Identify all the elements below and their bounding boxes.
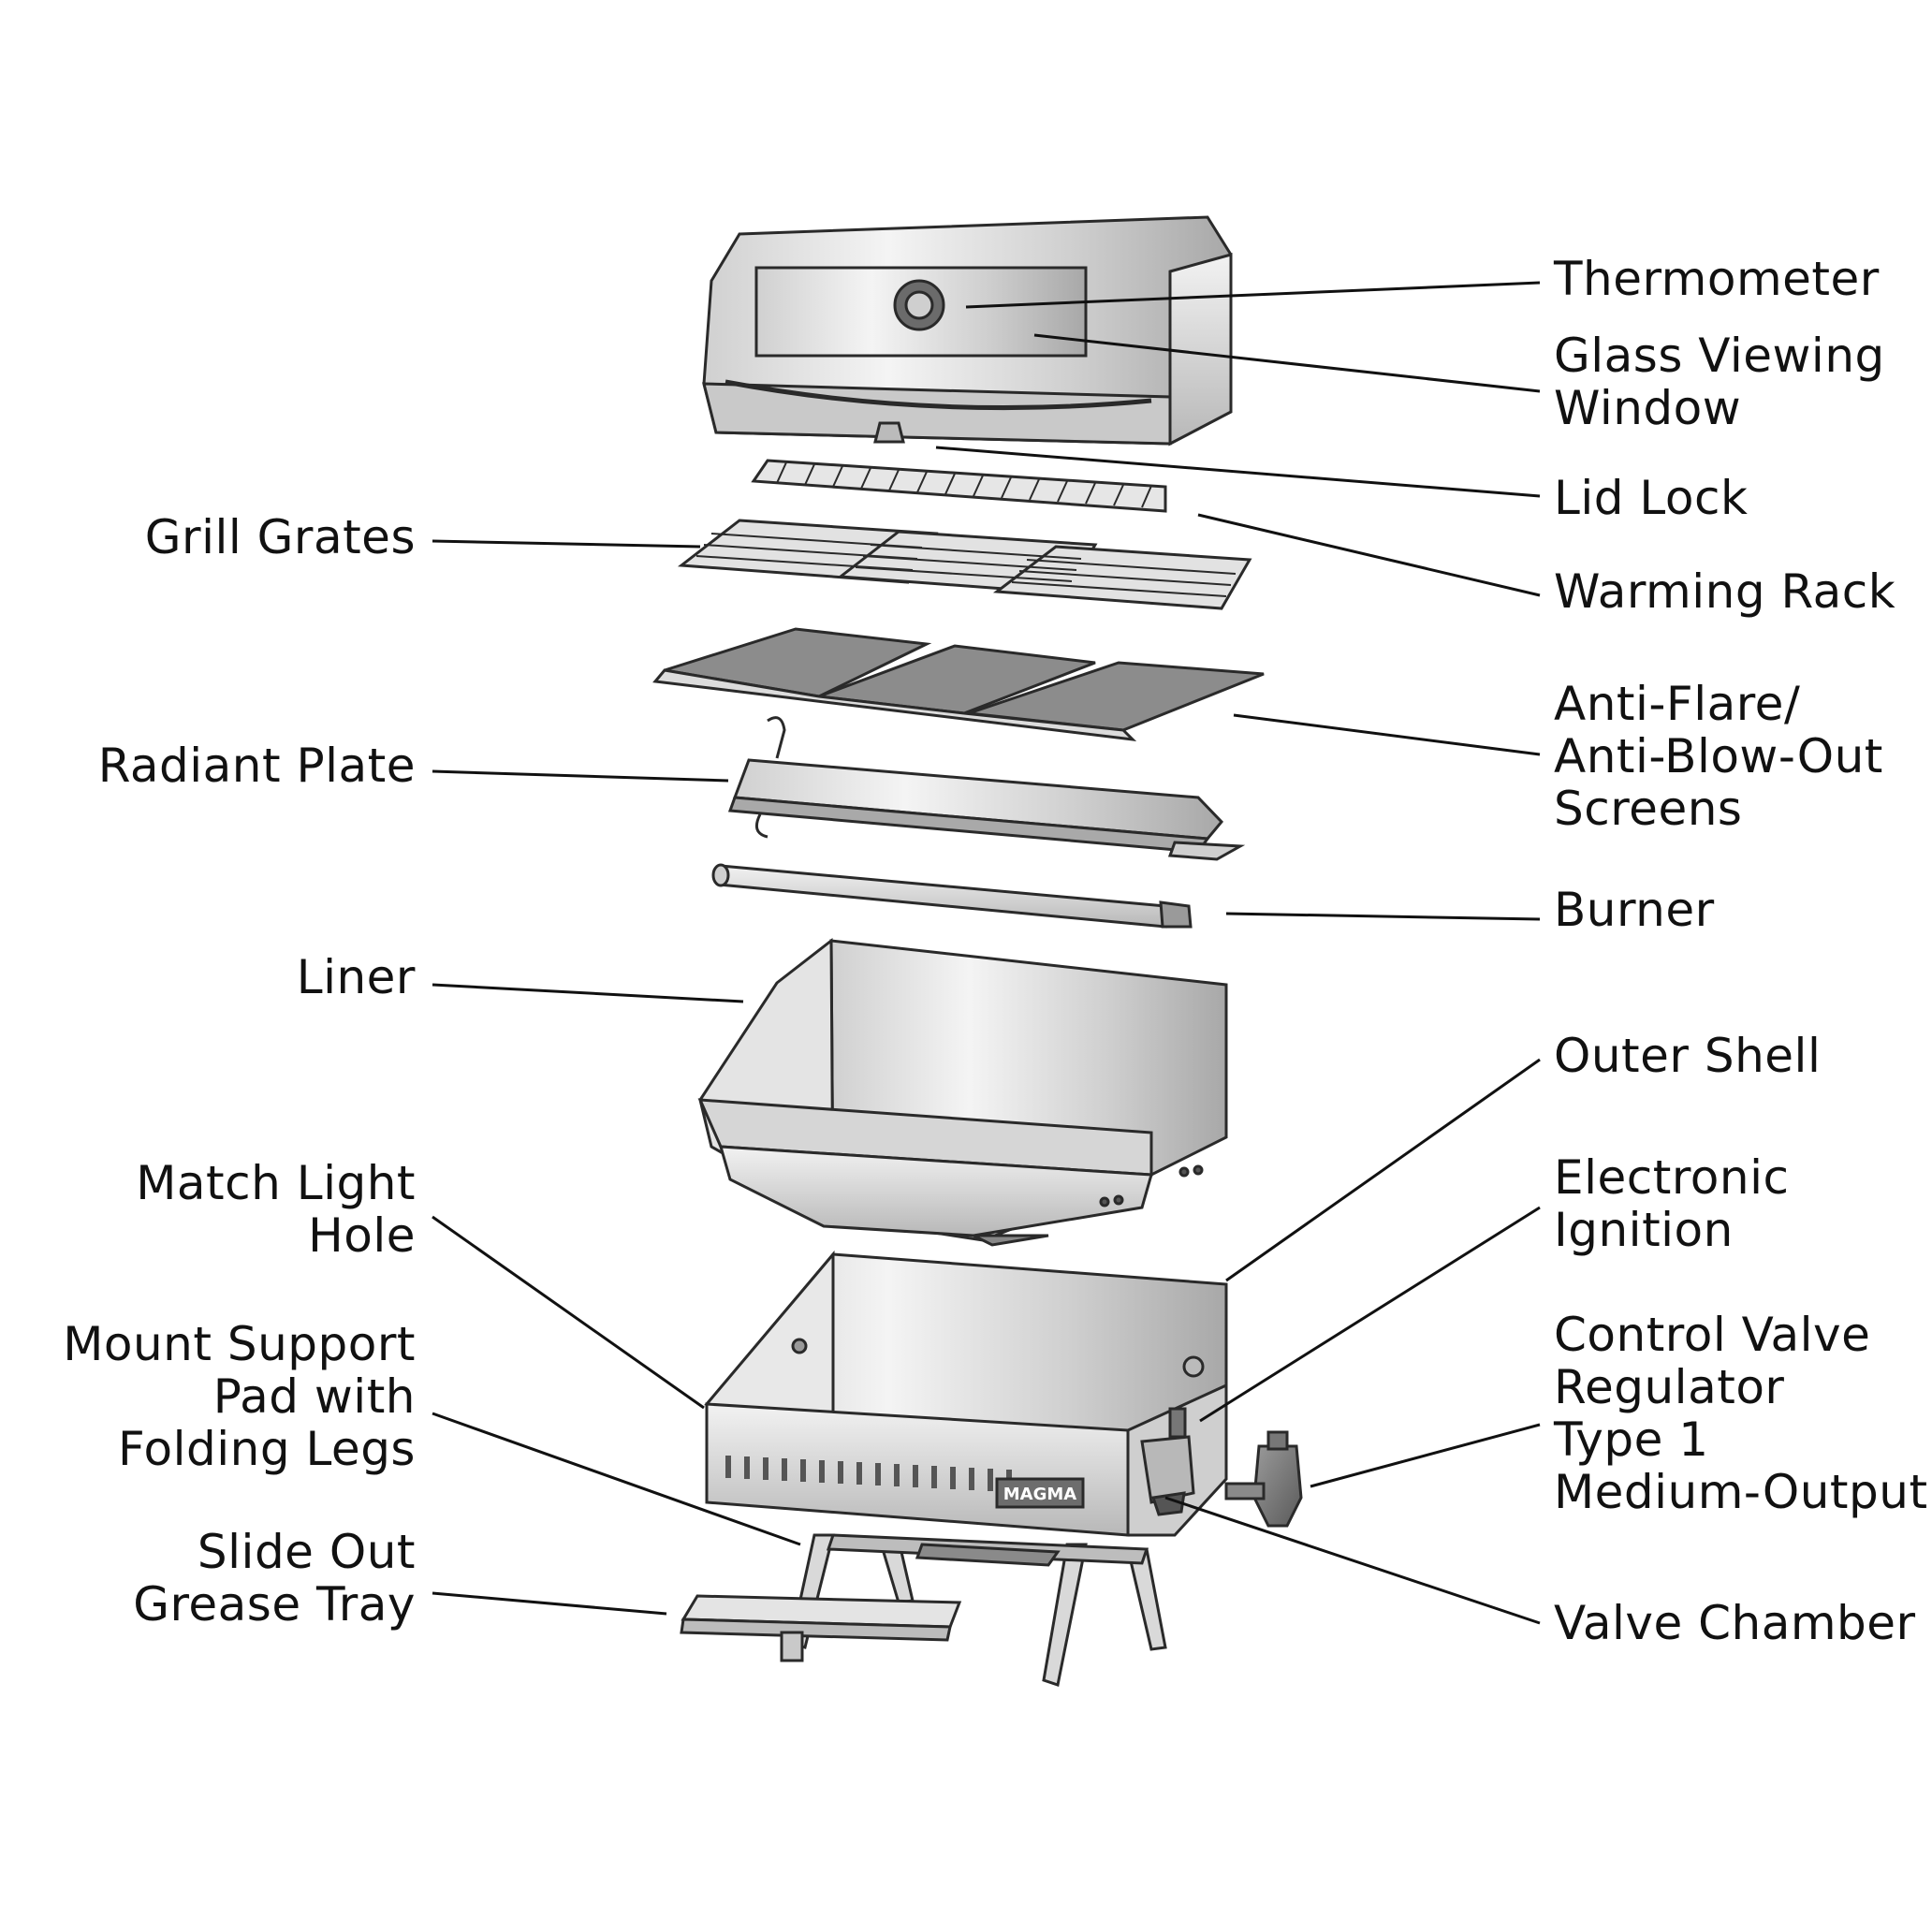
leader-glass-window (1033, 333, 1541, 393)
leader-warming-rack (1197, 513, 1541, 597)
liner (697, 937, 1228, 1247)
leader-valve-chamber (1164, 1496, 1541, 1625)
label-match-light-hole: Match Light Hole (136, 1156, 416, 1263)
magma-logo-text: MAGMA (1003, 1485, 1077, 1504)
label-anti-flare-screens: Anti-Flare/ Anti-Blow-Out Screens (1554, 677, 1883, 836)
leader-thermometer (965, 281, 1541, 309)
label-liner: Liner (296, 950, 416, 1004)
lid-lock-latch (873, 421, 905, 444)
outer-shell (704, 1250, 1228, 1537)
folding-legs (789, 1533, 1167, 1687)
radiant-plate (727, 716, 1246, 861)
burner (711, 863, 1193, 929)
leader-outer-shell (1225, 1058, 1541, 1282)
control-valve-regulator (1224, 1430, 1303, 1528)
leader-lid-lock (935, 446, 1541, 498)
label-glass-viewing-window: Glass Viewing Window (1554, 329, 1885, 435)
label-thermometer: Thermometer (1554, 252, 1880, 306)
grease-tray (680, 1594, 962, 1662)
leader-grease-tray (432, 1591, 667, 1616)
magma-logo (995, 1477, 1085, 1509)
label-radiant-plate: Radiant Plate (97, 739, 416, 793)
label-warming-rack: Warming Rack (1554, 564, 1896, 619)
label-slide-out-grease-tray: Slide Out Grease Tray (133, 1525, 416, 1632)
label-control-valve-regulator: Control Valve Regulator Type 1 Medium-Ou… (1554, 1308, 1928, 1519)
valve-chamber (1140, 1407, 1195, 1516)
leader-match-light (432, 1215, 705, 1410)
leader-lines (432, 281, 1541, 1625)
warming-rack (751, 459, 1167, 513)
label-lid-lock: Lid Lock (1554, 471, 1749, 525)
leader-grill-grates (432, 539, 701, 549)
label-grill-grates: Grill Grates (144, 510, 416, 564)
label-burner: Burner (1554, 883, 1715, 937)
leader-radiant-plate (432, 769, 729, 783)
label-electronic-ignition: Electronic Ignition (1554, 1150, 1790, 1257)
label-valve-chamber: Valve Chamber (1554, 1596, 1916, 1650)
label-outer-shell: Outer Shell (1554, 1029, 1822, 1083)
anti-flare-screens (652, 627, 1265, 742)
leader-liner (432, 983, 744, 1003)
grill-grates (677, 519, 1252, 610)
leader-mount-support (432, 1412, 801, 1546)
leader-anti-flare (1233, 713, 1541, 756)
leader-electronic-ignition (1199, 1206, 1541, 1423)
lid (702, 215, 1233, 446)
leader-burner (1225, 912, 1541, 921)
label-mount-support-pad: Mount Support Pad with Folding Legs (63, 1317, 416, 1476)
ignition-button (1168, 1407, 1187, 1439)
leader-control-valve (1310, 1423, 1541, 1488)
